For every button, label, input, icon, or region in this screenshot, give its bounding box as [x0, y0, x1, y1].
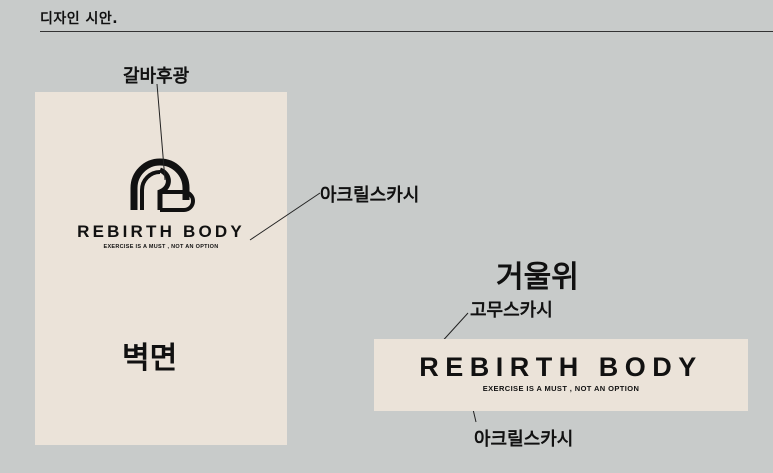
wall-brand: REBIRTH BODY EXERCISE IS A MUST , NOT AN… — [35, 222, 287, 254]
wall-logo-leader-line — [156, 83, 166, 181]
wall-text-callout: 아크릴스카시 — [320, 185, 420, 206]
wall-text-leader-line — [249, 192, 321, 241]
page-title: 디자인 시안. — [40, 11, 119, 27]
rebirth-body-logo-icon — [130, 158, 195, 212]
wall-caption: 벽면 — [122, 341, 178, 376]
mirror-panel — [374, 339, 748, 411]
mirror-brand-tagline: EXERCISE IS A MUST , NOT AN OPTION — [482, 384, 640, 393]
mirror-brand: REBIRTH BODY EXERCISE IS A MUST , NOT AN… — [374, 352, 748, 400]
wall-brand-name: REBIRTH BODY — [77, 222, 245, 241]
wall-brand-tagline: EXERCISE IS A MUST , NOT AN OPTION — [103, 244, 219, 250]
wall-logo-callout: 갈바후광 — [123, 66, 190, 87]
wall-panel — [35, 92, 287, 445]
mirror-top-callout: 고무스카시 — [470, 300, 553, 321]
mirror-bottom-callout: 아크릴스카시 — [474, 429, 574, 450]
header-divider — [40, 31, 773, 32]
mirror-brand-name: REBIRTH BODY — [419, 352, 703, 382]
mirror-caption: 거울위 — [496, 260, 579, 295]
